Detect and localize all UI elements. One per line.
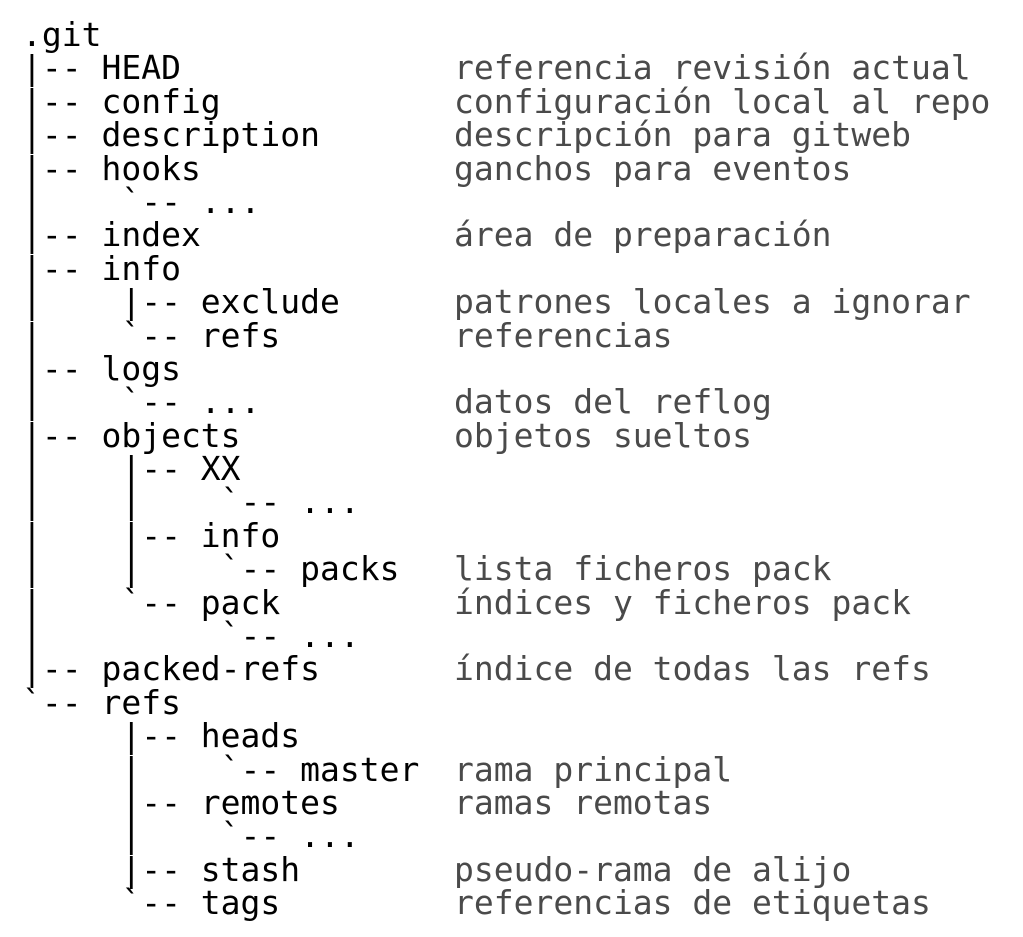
entry-description: patrones locales a ignorar: [454, 282, 971, 322]
tree-line: |-- remotes ramas remotas: [22, 782, 712, 822]
tree-entry: | |-- XX: [22, 449, 241, 489]
tree-line: |-- hooks ganchos para eventos: [22, 148, 851, 188]
entry-description: índices y ficheros pack: [454, 582, 911, 622]
entry-description: referencia revisión actual: [454, 48, 971, 88]
tree-entry: | `-- ...: [22, 816, 360, 856]
tree-line: `-- tags referencias de etiquetas: [22, 883, 931, 923]
tree-entry: | | `-- ...: [22, 482, 360, 522]
tree-line: | `-- refs referencias: [22, 315, 673, 355]
tree-line: |-- config configuración local al repo: [22, 81, 990, 121]
tree-line: | `-- master rama principal: [22, 749, 732, 789]
entry-description: área de preparación: [454, 215, 832, 255]
tree-entry: |-- info: [22, 248, 181, 288]
tree-entry: | `-- ...: [22, 181, 261, 221]
tree-line: .git: [22, 18, 419, 51]
entry-description: ganchos para eventos: [454, 148, 852, 188]
tree-entry: |-- heads: [22, 716, 301, 756]
tree-entry: | `-- ...: [22, 382, 261, 422]
tree-entry: |-- config: [22, 81, 221, 121]
entry-description: índice de todas las refs: [454, 649, 931, 689]
tree-entry: | `-- refs: [22, 315, 281, 355]
tree-entry: `-- refs: [22, 682, 181, 722]
tree-entry: |-- objects: [22, 415, 241, 455]
tree-line: |-- info: [22, 252, 419, 285]
entry-description: ramas remotas: [454, 782, 713, 822]
tree-line: |-- packed-refs índice de todas las refs: [22, 649, 931, 689]
tree-line: | `-- ...: [22, 619, 419, 652]
tree-entry: .git: [22, 15, 102, 54]
tree-entry: | |-- info: [22, 515, 281, 555]
tree-line: | |-- exclude patrones locales a ignorar: [22, 282, 971, 322]
tree-entry: | `-- master: [22, 749, 420, 789]
tree-line: | `-- ...: [22, 185, 419, 218]
tree-entry: |-- index: [22, 215, 201, 255]
tree-line: | | `-- packs lista ficheros pack: [22, 549, 832, 589]
entry-description: rama principal: [454, 749, 733, 789]
tree-entry: |-- packed-refs: [22, 649, 321, 689]
tree-line: |-- objects objetos sueltos: [22, 415, 752, 455]
tree-line: `-- refs: [22, 686, 419, 719]
tree-entry: | `-- ...: [22, 616, 360, 656]
tree-entry: |-- remotes: [22, 782, 340, 822]
tree-entry: | `-- pack: [22, 582, 281, 622]
entry-description: lista ficheros pack: [454, 549, 832, 589]
tree-line: | | `-- ...: [22, 485, 419, 518]
entry-description: objetos sueltos: [454, 415, 753, 455]
tree-line: |-- heads: [22, 719, 419, 752]
entry-description: descripción para gitweb: [454, 115, 911, 155]
tree-entry: |-- description: [22, 115, 321, 155]
entry-description: referencias: [454, 315, 673, 355]
tree-line: |-- description descripción para gitweb: [22, 115, 911, 155]
tree-line: | `-- ...: [22, 819, 419, 852]
tree-line: |-- logs: [22, 352, 419, 385]
tree-entry: |-- stash: [22, 849, 301, 889]
tree-line: |-- stash pseudo-rama de alijo: [22, 849, 851, 889]
tree-line: | |-- info: [22, 519, 419, 552]
entry-description: configuración local al repo: [454, 81, 991, 121]
entry-description: datos del reflog: [454, 382, 772, 422]
entry-description: pseudo-rama de alijo: [454, 849, 852, 889]
tree-line: | |-- XX: [22, 452, 419, 485]
entry-description: referencias de etiquetas: [454, 883, 931, 923]
tree-entry: |-- logs: [22, 348, 181, 388]
tree-line: | `-- ... datos del reflog: [22, 382, 772, 422]
tree-entry: |-- HEAD: [22, 48, 181, 88]
tree-line: |-- index área de preparación: [22, 215, 832, 255]
tree-entry: `-- tags: [22, 883, 281, 923]
tree-entry: |-- hooks: [22, 148, 201, 188]
tree-line: | `-- pack índices y ficheros pack: [22, 582, 911, 622]
tree-entry: | | `-- packs: [22, 549, 400, 589]
tree-line: |-- HEAD referencia revisión actual: [22, 48, 971, 88]
tree-entry: | |-- exclude: [22, 282, 340, 322]
